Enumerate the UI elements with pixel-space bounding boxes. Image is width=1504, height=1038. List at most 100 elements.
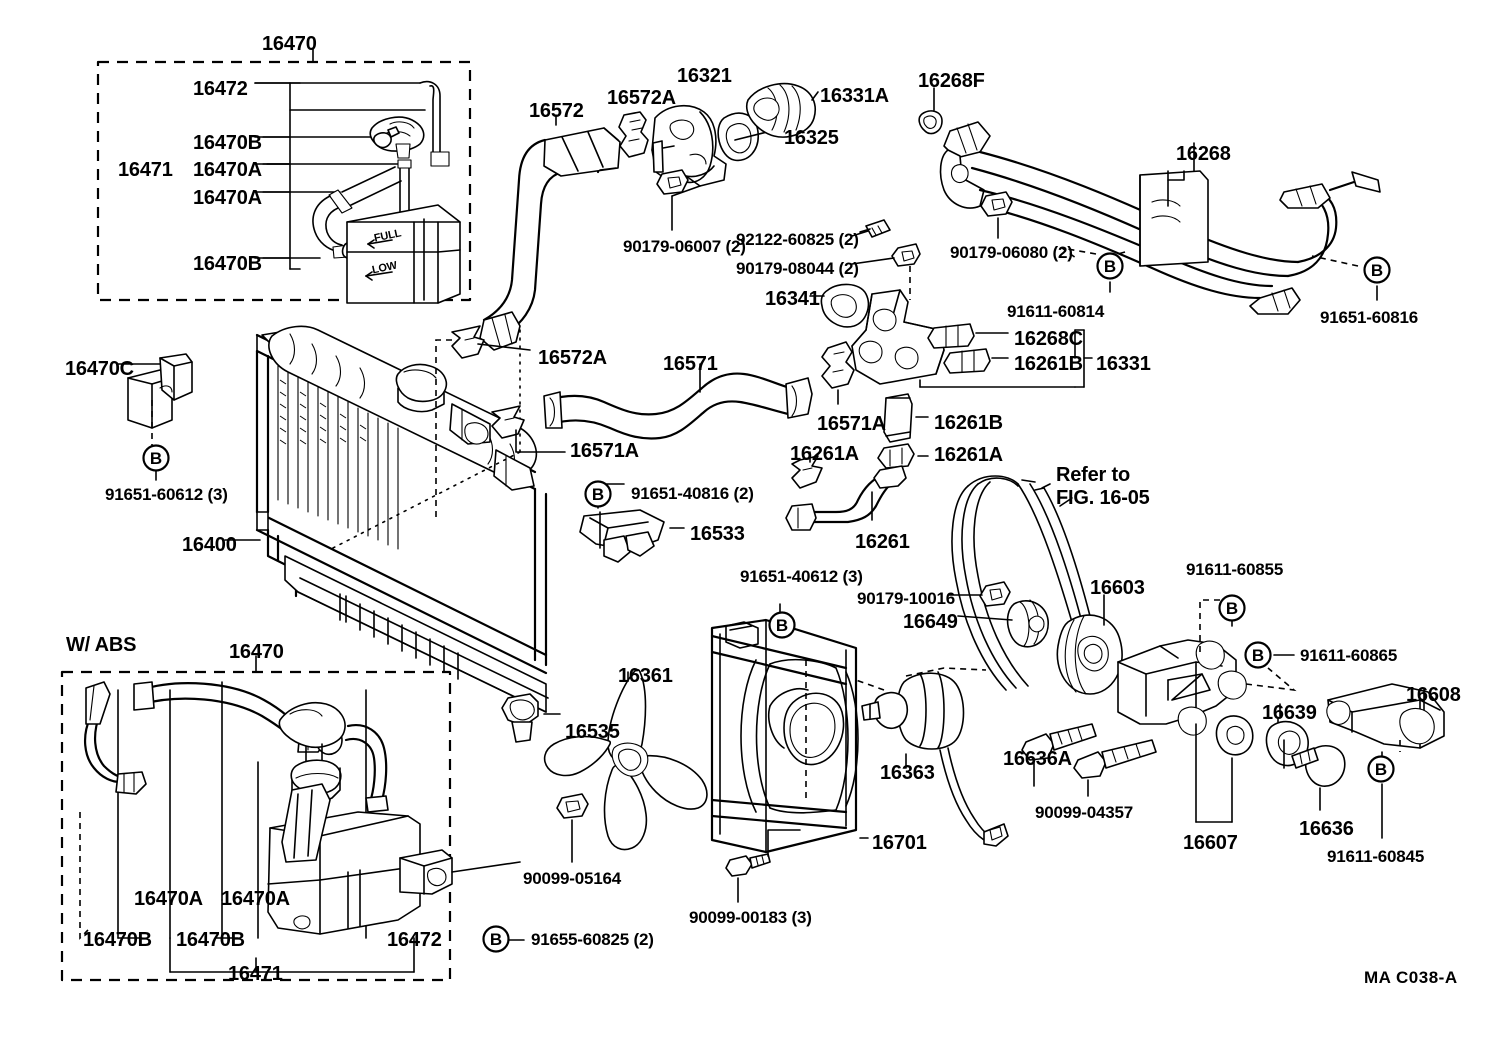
- bolt-reference-marker: B: [767, 610, 797, 640]
- part-number-callout: 16470C: [65, 358, 134, 380]
- part-number-callout: 16470A: [221, 888, 290, 910]
- hose-clamp-16571A-right: [821, 341, 855, 405]
- part-number-callout: 16363: [880, 762, 935, 784]
- abs-section-label: W/ ABS: [66, 634, 137, 656]
- upper-radiator-hose-16572: [479, 114, 621, 351]
- hose-clamp-16572A-upper: [618, 111, 649, 158]
- part-number-callout: 90099-00183 (3): [689, 908, 812, 927]
- part-number-callout: 91655-60825 (2): [531, 930, 654, 949]
- part-number-callout: 91651-60612 (3): [105, 485, 228, 504]
- heater-hose-16261-assembly: [785, 393, 929, 531]
- part-number-callout: 16472: [193, 78, 248, 100]
- part-number-callout: 91651-40612 (3): [740, 567, 863, 586]
- part-number-callout: 16470B: [193, 253, 262, 275]
- radiator-support-bracket-16533: [579, 483, 685, 563]
- radiator-core-16400: [117, 325, 561, 743]
- part-number-callout: 90179-10016: [857, 589, 956, 608]
- part-number-callout: 16471: [118, 159, 173, 181]
- refer-note-line2: FIG. 16-05: [1056, 487, 1150, 509]
- part-number-callout: 16470: [262, 33, 317, 55]
- part-number-callout: 91611-60814: [1007, 302, 1105, 321]
- part-number-callout: 16321: [677, 65, 732, 87]
- part-number-callout: 16649: [903, 611, 958, 633]
- abs-reservoir-box: [60, 655, 525, 982]
- part-number-callout: 16470A: [193, 159, 262, 181]
- part-number-callout: 16261A: [934, 444, 1003, 466]
- part-number-callout: 16470B: [176, 929, 245, 951]
- part-number-callout: 16268: [1176, 143, 1231, 165]
- svg-text:B: B: [1371, 261, 1383, 280]
- part-number-callout: 16701: [872, 832, 927, 854]
- coolant-reservoir-tank-upper: [312, 80, 461, 304]
- part-number-callout: 16400: [182, 534, 237, 556]
- part-number-callout: 16470A: [134, 888, 203, 910]
- thermostat-16331A: [745, 82, 819, 138]
- part-number-callout: 16470B: [193, 132, 262, 154]
- svg-text:B: B: [592, 485, 604, 504]
- leader-lines-upper-left: [96, 47, 472, 302]
- part-number-callout: 91651-40816 (2): [631, 484, 754, 503]
- svg-text:B: B: [1226, 599, 1238, 618]
- part-number-callout: 16261: [855, 531, 910, 553]
- part-number-callout: 16331A: [820, 85, 889, 107]
- part-number-callout: 16261B: [934, 412, 1003, 434]
- part-number-callout: 90179-08044 (2): [736, 259, 859, 278]
- part-number-callout: 16341: [765, 288, 820, 310]
- part-number-callout: 16608: [1406, 684, 1461, 706]
- part-number-callout: 90099-05164: [523, 869, 622, 888]
- part-number-callout: 16268C: [1014, 328, 1083, 350]
- svg-text:B: B: [490, 930, 502, 949]
- part-number-callout: 16470: [229, 641, 284, 663]
- part-number-callout: 16572: [529, 100, 584, 122]
- part-number-callout: 91611-60845: [1327, 847, 1425, 866]
- bolt-reference-marker: B: [481, 924, 511, 954]
- part-number-callout: 16636: [1299, 818, 1354, 840]
- part-number-callout: 16268F: [918, 70, 985, 92]
- part-number-callout: 16572A: [538, 347, 607, 369]
- svg-text:B: B: [150, 449, 162, 468]
- drive-belt-and-pulley: [947, 475, 1123, 695]
- water-outlet-fasteners: [809, 219, 921, 328]
- svg-text:B: B: [776, 616, 788, 635]
- bolt-reference-marker: B: [1095, 251, 1125, 281]
- part-number-callout: 16571A: [570, 440, 639, 462]
- part-number-callout: 16471: [228, 963, 283, 985]
- oil-cooler-tube-assembly-16268: [918, 87, 1381, 315]
- part-number-callout: 91611-60865: [1300, 646, 1398, 665]
- part-number-callout: 90179-06080 (2): [950, 243, 1073, 262]
- bolt-reference-marker: B: [1243, 640, 1273, 670]
- svg-text:B: B: [1375, 760, 1387, 779]
- bolt-reference-marker: B: [1217, 593, 1247, 623]
- part-number-callout: 16470B: [83, 929, 152, 951]
- hose-clamp-16572A-left: [435, 325, 531, 522]
- part-number-callout: 16472: [387, 929, 442, 951]
- part-number-callout: 16571A: [817, 413, 886, 435]
- fan-blade-16361: [543, 668, 708, 863]
- part-number-callout: 90099-04357: [1035, 803, 1134, 822]
- bolt-reference-marker: B: [1366, 754, 1396, 784]
- part-number-callout: 16533: [690, 523, 745, 545]
- part-number-callout: 16572A: [607, 87, 676, 109]
- part-number-callout: 16535: [565, 721, 620, 743]
- alternator-bracket-16607: [1021, 599, 1445, 839]
- part-number-callout: 16325: [784, 127, 839, 149]
- bolt-reference-marker: B: [1362, 255, 1392, 285]
- part-number-callout: 16331: [1096, 353, 1151, 375]
- part-number-callout: 16470A: [193, 187, 262, 209]
- part-number-callout: 92122-60825 (2): [736, 230, 859, 249]
- diagram-code: MA C038-A: [1364, 968, 1458, 987]
- part-number-callout: 91651-60816: [1320, 308, 1419, 327]
- svg-text:B: B: [1252, 646, 1264, 665]
- thermostat-gasket-16325: [717, 112, 776, 162]
- part-number-callout: 16361: [618, 665, 673, 687]
- part-number-callout: 90179-06007 (2): [623, 237, 746, 256]
- fan-motor-16363: [855, 667, 1009, 847]
- water-inlet-housing-16321: [651, 105, 727, 231]
- part-number-callout: 16607: [1183, 832, 1238, 854]
- part-number-callout: 16636A: [1003, 748, 1072, 770]
- part-number-callout: 16571: [663, 353, 718, 375]
- lower-radiator-hose-16571: [491, 363, 813, 453]
- bolt-reference-marker: B: [141, 443, 171, 473]
